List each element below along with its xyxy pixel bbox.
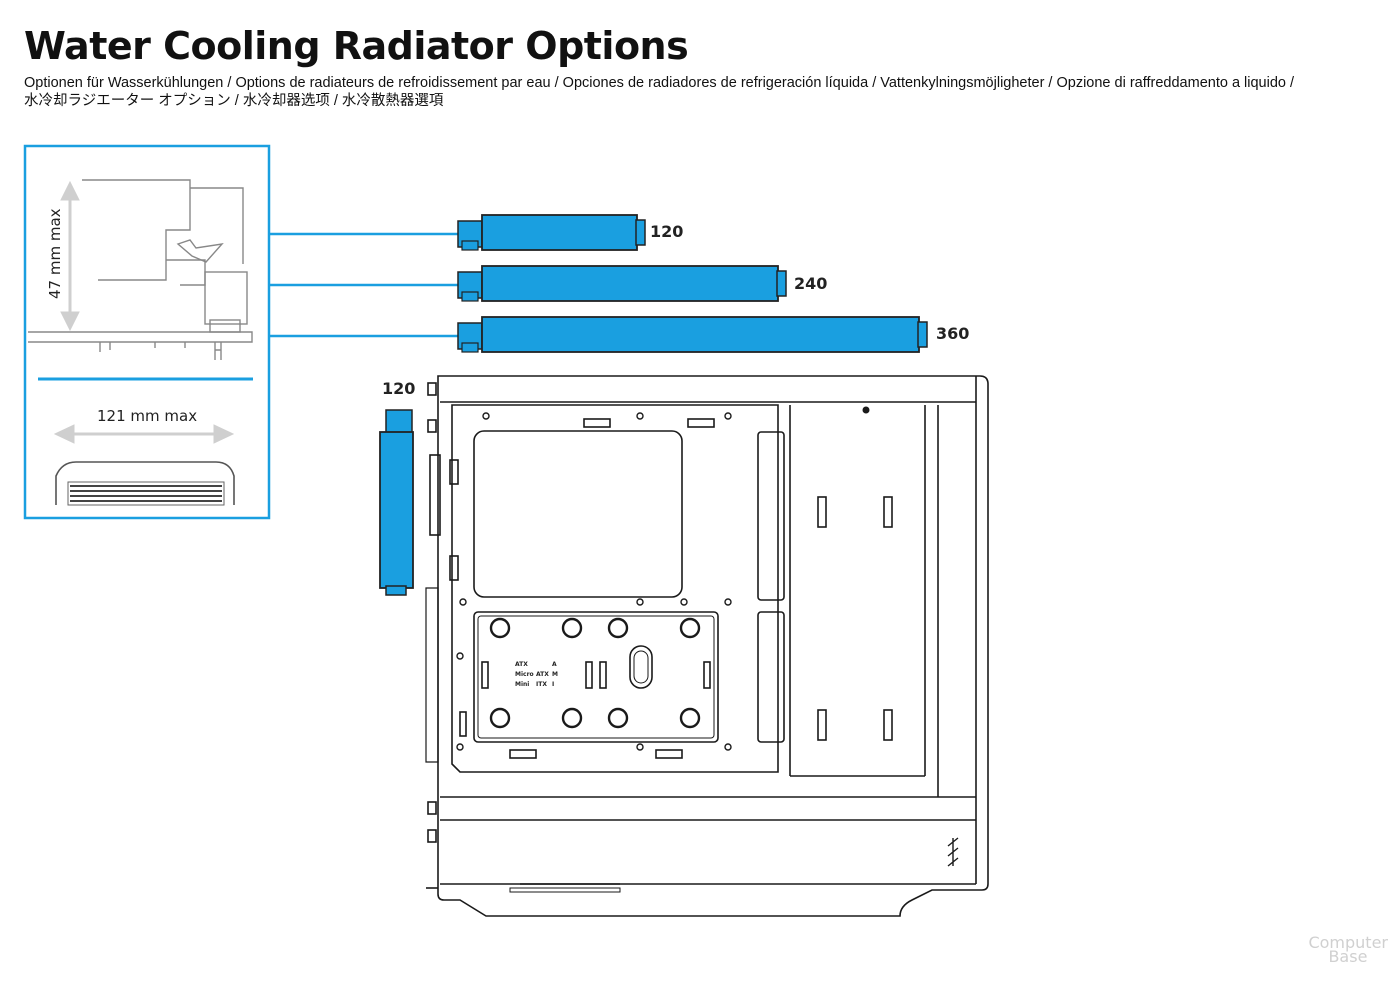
inset-cpu-cooler-drawing xyxy=(28,179,253,360)
radiator-120-rear[interactable] xyxy=(379,409,414,596)
radiator-240-top[interactable] xyxy=(457,265,787,302)
height-clearance-label: 47 mm max xyxy=(46,208,64,299)
watermark-logo: Computer Base xyxy=(1308,933,1388,966)
pc-case-drawing xyxy=(425,375,989,917)
radiator-size-240: 240 xyxy=(794,274,828,293)
radiator-120-top[interactable] xyxy=(457,214,646,251)
watermark-line2: Base xyxy=(1328,947,1368,966)
height-dimension-arrow xyxy=(60,180,80,332)
width-dimension-arrow xyxy=(53,424,235,444)
radiator-360-top[interactable] xyxy=(457,316,928,353)
label-atx-2: ATX xyxy=(536,671,549,678)
radiator-size-120: 120 xyxy=(650,222,684,241)
connector-lines xyxy=(269,232,460,338)
label-mini: Mini xyxy=(515,681,530,688)
page-subtitle: Optionen für Wasserkühlungen / Options d… xyxy=(24,74,1384,110)
watermark-line1: Computer xyxy=(1308,933,1388,952)
radiator-size-rear-120: 120 xyxy=(382,379,416,398)
label-a: A xyxy=(552,661,557,668)
subtitle-translations: Optionen für Wasserkühlungen / Options d… xyxy=(24,75,1295,91)
width-clearance-label: 121 mm max xyxy=(97,407,198,425)
subtitle-translations-cjk: 水冷却ラジエーター オプション / 水冷却器选项 / 水冷散熱器選項 xyxy=(24,93,444,109)
mobo-form-factor-labels: ATX Micro Mini xyxy=(515,660,534,690)
label-atx: ATX xyxy=(515,661,528,668)
label-itx: ITX xyxy=(536,681,547,688)
mobo-form-factor-letters: A M I xyxy=(552,660,558,690)
mobo-form-factor-labels-2: ATX ITX xyxy=(536,670,549,690)
radiator-size-360: 360 xyxy=(936,324,970,343)
page-title: Water Cooling Radiator Options xyxy=(24,24,689,68)
clearance-inset xyxy=(23,144,271,520)
label-micro: Micro xyxy=(515,671,534,678)
inset-radiator-drawing xyxy=(55,461,235,506)
standoff-holes xyxy=(456,406,870,751)
label-i: I xyxy=(552,681,555,688)
label-m: M xyxy=(552,671,558,678)
